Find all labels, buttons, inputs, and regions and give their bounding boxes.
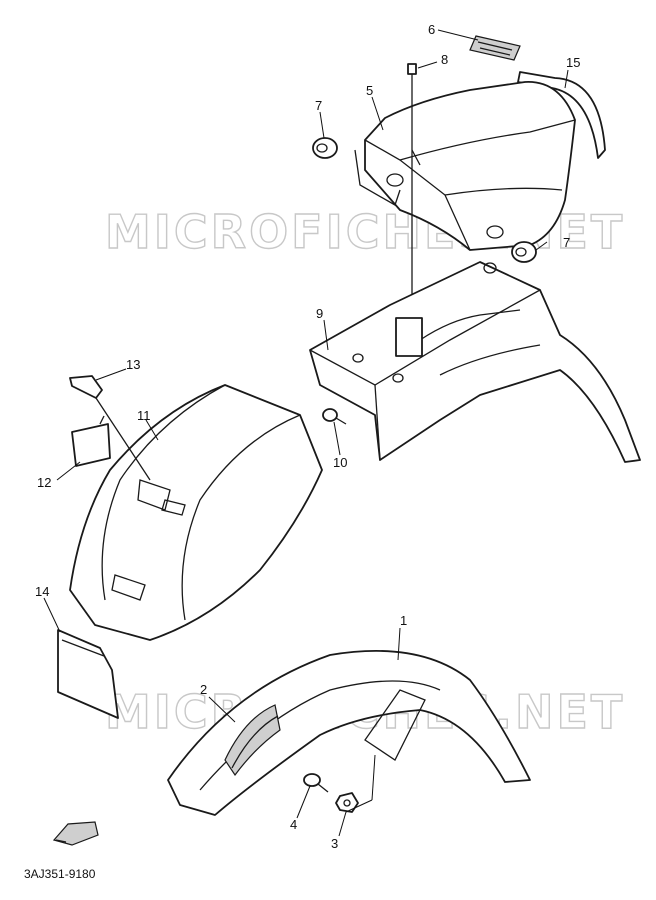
callout-1: 1 [400, 613, 407, 628]
callout-3: 3 [331, 836, 338, 851]
grommet-right [511, 241, 537, 263]
bolt-bracket [322, 408, 347, 425]
license-plate-bracket [71, 415, 111, 467]
callout-8: 8 [441, 52, 448, 67]
callout-14: 14 [35, 584, 49, 599]
callout-9: 9 [316, 306, 323, 321]
callout-11: 11 [137, 408, 151, 423]
emblem [469, 35, 521, 61]
callout-15: 15 [566, 55, 580, 70]
grommet-left [312, 137, 338, 159]
bolt-fender [303, 773, 329, 793]
fender-stripe [224, 704, 281, 777]
clip [69, 375, 151, 481]
callout-7-right: 7 [563, 235, 570, 250]
callout-10: 10 [333, 455, 347, 470]
callout-6: 6 [428, 22, 435, 37]
callout-12: 12 [37, 475, 51, 490]
bolt-seat [407, 63, 417, 315]
seat-cowl [354, 81, 576, 251]
part-code: 3AJ351-9180 [24, 867, 96, 881]
leader-lines [43, 29, 569, 837]
callout-7-left: 7 [315, 98, 322, 113]
callout-4: 4 [290, 817, 297, 832]
callout-5: 5 [366, 83, 373, 98]
callout-13: 13 [126, 357, 140, 372]
rear-fender-bracket [309, 261, 641, 463]
rear-inner-fender [69, 384, 323, 641]
mud-flap [57, 629, 119, 719]
nut [335, 792, 359, 813]
callout-2: 2 [200, 682, 207, 697]
seat-strap [517, 71, 606, 159]
front-arrow-icon [52, 821, 99, 846]
